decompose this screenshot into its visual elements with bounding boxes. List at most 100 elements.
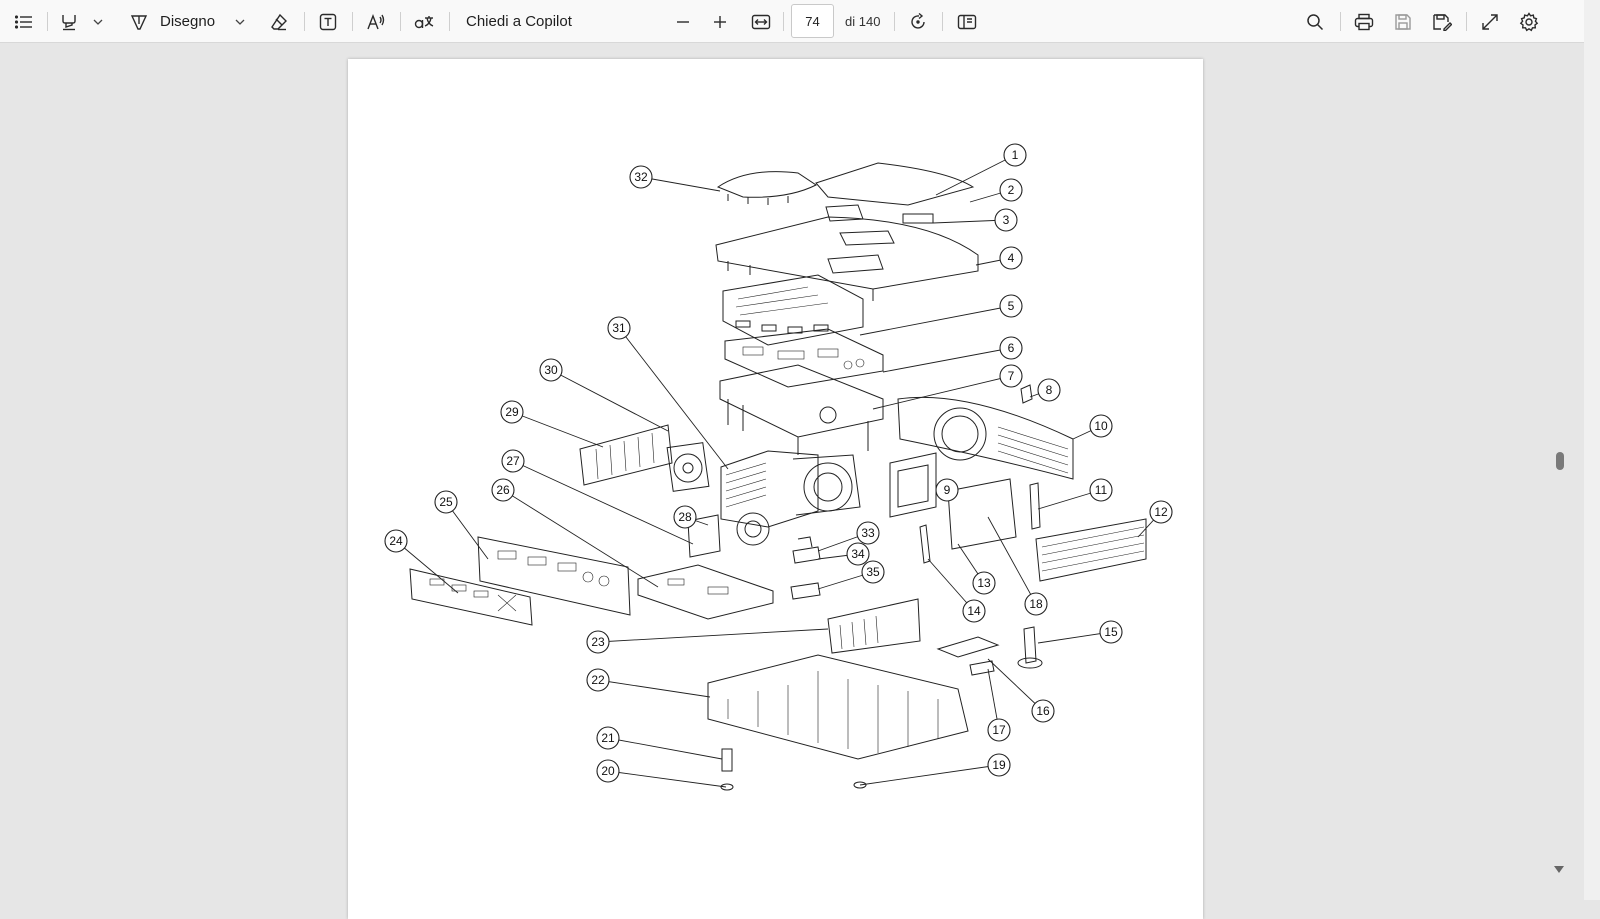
callout-circle bbox=[999, 294, 1023, 318]
callout-circle bbox=[1149, 500, 1173, 524]
read-aloud-icon bbox=[367, 13, 385, 29]
highlight-button[interactable] bbox=[58, 0, 80, 43]
callout-number: 16 bbox=[1036, 704, 1050, 718]
callout-circle bbox=[999, 336, 1023, 360]
leader-line bbox=[607, 770, 727, 788]
erase-button[interactable] bbox=[268, 0, 290, 43]
callout-number: 20 bbox=[601, 764, 615, 778]
callout-14: 14 bbox=[962, 599, 986, 623]
printer-icon bbox=[1354, 13, 1374, 30]
callout-circle bbox=[962, 599, 986, 623]
translate-button[interactable] bbox=[412, 0, 436, 43]
fullscreen-button[interactable] bbox=[1478, 0, 1502, 43]
callout-5: 5 bbox=[999, 294, 1023, 318]
highlight-options-button[interactable] bbox=[90, 0, 106, 43]
callout-number: 26 bbox=[496, 483, 510, 497]
save-icon bbox=[1395, 13, 1411, 30]
callout-circle bbox=[586, 668, 610, 692]
toolbar-separator bbox=[783, 12, 784, 31]
copilot-button[interactable]: Chiedi a Copilot bbox=[460, 0, 591, 43]
highlighter-icon bbox=[62, 14, 76, 30]
scrollbar-thumb[interactable] bbox=[1556, 452, 1564, 470]
callout-circle bbox=[434, 490, 458, 514]
save-as-button[interactable] bbox=[1430, 0, 1454, 43]
zoom-in-button[interactable] bbox=[709, 0, 731, 43]
callout-circle bbox=[607, 316, 631, 340]
settings-button[interactable] bbox=[1517, 0, 1541, 43]
toolbar-separator bbox=[1466, 12, 1467, 31]
callout-7: 7 bbox=[999, 364, 1023, 388]
save-button[interactable] bbox=[1391, 0, 1415, 43]
exploded-view-diagram: 1234567891011121314151617181920212223242… bbox=[384, 143, 1173, 791]
callout-21: 21 bbox=[596, 726, 620, 750]
rotate-button[interactable] bbox=[906, 0, 930, 43]
draw-button[interactable]: Disegno bbox=[130, 0, 230, 43]
callout-circle bbox=[1037, 378, 1061, 402]
toolbar-separator bbox=[400, 12, 401, 31]
callout-circle bbox=[999, 178, 1023, 202]
page-number-input[interactable] bbox=[791, 4, 834, 38]
fit-width-button[interactable] bbox=[749, 0, 773, 43]
callout-20: 20 bbox=[596, 759, 620, 783]
zoom-out-button[interactable] bbox=[672, 0, 694, 43]
callout-circle bbox=[987, 753, 1011, 777]
leader-line bbox=[882, 347, 1012, 373]
read-aloud-button[interactable] bbox=[364, 0, 388, 43]
callout-29: 29 bbox=[500, 400, 524, 424]
callout-number: 22 bbox=[591, 673, 605, 687]
callout-13: 13 bbox=[972, 571, 996, 595]
text-box-icon bbox=[319, 13, 337, 30]
callout-28: 28 bbox=[673, 505, 697, 529]
leader-line bbox=[597, 679, 711, 698]
callout-circle bbox=[1024, 592, 1048, 616]
toolbar-separator bbox=[352, 12, 353, 31]
vertical-scrollbar[interactable] bbox=[1584, 0, 1600, 900]
callout-number: 31 bbox=[612, 321, 626, 335]
callout-circle bbox=[861, 560, 885, 584]
toolbar-separator bbox=[47, 12, 48, 31]
callout-8: 8 bbox=[1037, 378, 1061, 402]
callout-circle bbox=[539, 358, 563, 382]
callout-24: 24 bbox=[384, 529, 408, 553]
callout-number: 19 bbox=[992, 758, 1006, 772]
copilot-label: Chiedi a Copilot bbox=[466, 13, 572, 30]
callout-26: 26 bbox=[491, 478, 515, 502]
callout-circle bbox=[384, 529, 408, 553]
callout-number: 25 bbox=[439, 495, 453, 509]
search-button[interactable] bbox=[1303, 0, 1327, 43]
leader-line bbox=[511, 411, 604, 448]
callout-number: 3 bbox=[1003, 213, 1010, 227]
callout-number: 35 bbox=[866, 565, 880, 579]
leader-line bbox=[859, 764, 1000, 786]
leader-line bbox=[597, 628, 829, 643]
callout-31: 31 bbox=[607, 316, 631, 340]
callout-1: 1 bbox=[1003, 143, 1027, 167]
callout-circle bbox=[586, 630, 610, 654]
leader-line bbox=[607, 737, 723, 760]
page-view-button[interactable] bbox=[955, 0, 979, 43]
callout-number: 18 bbox=[1029, 597, 1043, 611]
callout-10: 10 bbox=[1089, 414, 1113, 438]
scroll-down-arrow-icon[interactable] bbox=[1554, 866, 1564, 873]
gear-icon bbox=[1519, 11, 1539, 31]
print-button[interactable] bbox=[1352, 0, 1376, 43]
callout-number: 33 bbox=[861, 526, 875, 540]
callout-2: 2 bbox=[999, 178, 1023, 202]
callout-number: 34 bbox=[851, 547, 865, 561]
contents-button[interactable] bbox=[10, 0, 38, 43]
callout-23: 23 bbox=[586, 630, 610, 654]
toolbar-separator bbox=[942, 12, 943, 31]
leader-line bbox=[987, 516, 1037, 605]
callout-circle bbox=[1089, 478, 1113, 502]
pdf-toolbar: Disegno Chiedi a Copilot bbox=[0, 0, 1584, 43]
callout-number: 12 bbox=[1154, 505, 1168, 519]
callout-circle bbox=[935, 478, 959, 502]
leader-line bbox=[618, 327, 729, 470]
callout-number: 8 bbox=[1046, 383, 1053, 397]
text-box-button[interactable] bbox=[317, 0, 339, 43]
callout-17: 17 bbox=[987, 718, 1011, 742]
draw-options-button[interactable] bbox=[232, 0, 248, 43]
rotate-icon bbox=[911, 12, 925, 29]
